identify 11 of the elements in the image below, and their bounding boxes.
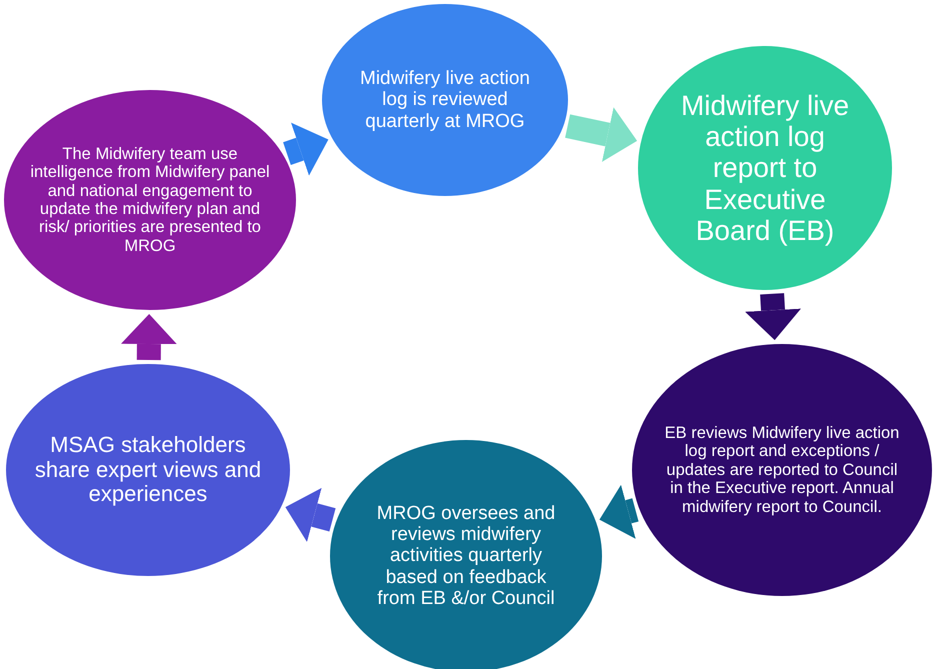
node-text: Midwifery live action log report to Executive Board (EB) (680, 90, 850, 246)
block-arrow (745, 293, 801, 340)
node-text: Midwifery live action log is reviewed quarterly at MROG (360, 68, 530, 132)
block-arrow (565, 107, 638, 162)
node-text: MSAG stakeholders share expert views and experiences (34, 433, 262, 507)
node-text: The Midwifery team use intelligence from Midwifery panel and national engagement to update the midwifery plan and risk/ priorities are presented to MROG (30, 144, 270, 256)
block-arrow (120, 314, 177, 360)
block-arrow (283, 122, 328, 176)
block-arrow (599, 484, 639, 539)
node-text: MROG oversees and reviews midwifery activities quarterly based on feedback from EB &/or Council (376, 502, 556, 610)
node-text: EB reviews Midwifery live action log report and exceptions / updates are reported to Council in the Executive report. Annual midwifery report to Council. (664, 424, 900, 516)
